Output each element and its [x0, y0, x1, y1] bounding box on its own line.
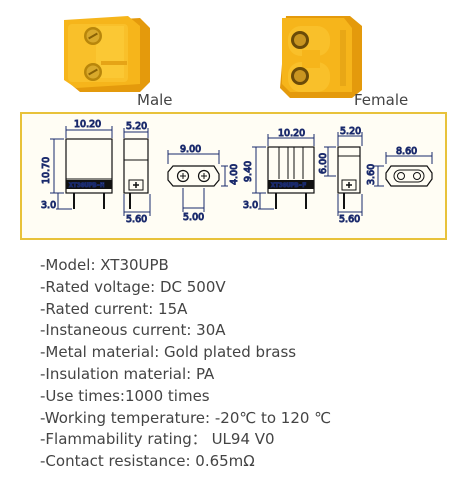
female-side-height: 6.00: [318, 153, 329, 174]
male-face-pitch: 5.00: [183, 212, 204, 223]
spec-use-times: -Use times:1000 times: [40, 386, 210, 405]
spec-flammability-rating: -Flammability rating： UL94 V0: [40, 430, 275, 449]
male-face-height: 4.00: [229, 164, 240, 185]
male-face-view: [167, 150, 228, 212]
spec-contact-resistance: -Contact resistance: 0.65mΩ: [40, 452, 255, 471]
spec-insulation-material: -Insulation material: PA: [40, 364, 215, 383]
female-connector-photo: [280, 16, 362, 98]
female-front-view: [252, 134, 315, 210]
spec-list: -Model: XT30UPB -Rated voltage: DC 500V …: [40, 255, 331, 473]
male-pin-offset: 3.0: [41, 200, 56, 211]
male-side-base: 5.60: [126, 214, 147, 225]
female-height: 9.40: [243, 161, 254, 182]
female-side-base: 5.60: [339, 214, 360, 225]
female-side-width: 5.20: [340, 126, 361, 137]
female-side-view: [324, 132, 363, 216]
spec-rated-voltage: -Rated voltage: DC 500V: [40, 277, 226, 296]
male-face-width: 9.00: [180, 144, 201, 155]
female-face-view: [374, 152, 433, 187]
male-side-view: [123, 128, 151, 216]
male-front-view: [50, 126, 113, 210]
product-photos: Male Female: [0, 0, 465, 109]
female-face-width: 8.60: [396, 146, 417, 157]
spec-instaneous-current: -Instaneous current: 30A: [40, 321, 226, 340]
male-connector-photo: [64, 16, 150, 92]
male-body-marking: XT30UPB-M: [69, 181, 104, 189]
male-height: 10.70: [41, 157, 52, 184]
female-body-marking: XT30UPB-F: [271, 181, 306, 189]
spec-rated-current: -Rated current: 15A: [40, 299, 188, 318]
male-label: Male: [137, 91, 173, 109]
spec-metal-material: -Metal material: Gold plated brass: [40, 343, 297, 362]
spec-model: -Model: XT30UPB: [40, 256, 169, 274]
female-front-width: 10.20: [278, 128, 305, 139]
female-label: Female: [354, 91, 409, 109]
male-side-width: 5.20: [126, 121, 147, 132]
dimension-drawing-panel: 10.20 10.70 3.0 XT30UPB-M 5.20 5.60: [20, 112, 447, 240]
female-face-height: 3.60: [366, 164, 377, 185]
female-pin-offset: 3.0: [243, 200, 258, 211]
male-front-width: 10.20: [74, 119, 101, 130]
spec-working-temperature: -Working temperature: -20℃ to 120 ℃: [40, 408, 332, 427]
